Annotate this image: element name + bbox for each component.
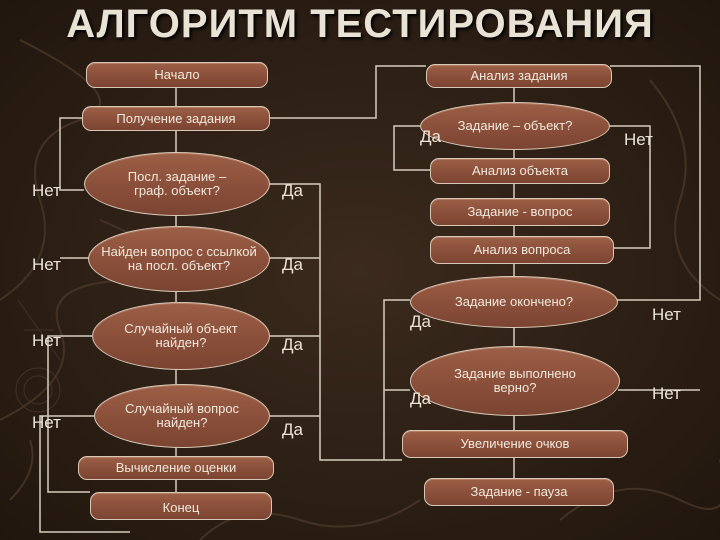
no-label-task-done: Нет (652, 305, 681, 324)
geo-object-decision: Посл. задание – граф. объект? (84, 152, 270, 216)
random-question-decision: Случайный вопрос найден? (94, 384, 270, 448)
calc-score-box: Вычисление оценки (78, 456, 274, 480)
end-terminal-label: Конец (162, 500, 200, 515)
task-correct-decision-label: Задание выполнено верно? (454, 366, 576, 395)
random-question-decision-label: Случайный вопрос найден? (124, 401, 240, 430)
task-question-label: Задание - вопрос (467, 204, 573, 219)
analyze-task-box: Анализ задания (426, 64, 612, 88)
start-terminal-label: Начало (154, 67, 200, 82)
yes-label-random-question: Да (282, 420, 303, 439)
yes-label-random-object: Да (282, 335, 303, 354)
increase-points-label: Увеличение очков (460, 436, 570, 451)
analyze-object-box: Анализ объекта (430, 158, 610, 184)
geo-object-decision-label: Посл. задание – граф. объект? (127, 169, 227, 198)
no-label-geo: Нет (32, 181, 61, 200)
analyze-question-label: Анализ вопроса (473, 242, 571, 257)
task-correct-decision: Задание выполнено верно? (410, 346, 620, 416)
task-done-decision-label: Задание окончено? (454, 294, 574, 309)
task-question-box: Задание - вопрос (430, 198, 610, 226)
analyze-question-box: Анализ вопроса (430, 236, 614, 264)
start-terminal: Начало (86, 62, 268, 88)
no-label-random-object: Нет (32, 331, 61, 350)
task-pause-label: Задание - пауза (470, 484, 568, 499)
get-task-label: Получение задания (116, 110, 236, 126)
yes-label-task-done: Да (410, 312, 431, 331)
analyze-object-label: Анализ объекта (472, 163, 568, 178)
analyze-task-label: Анализ задания (470, 68, 568, 83)
task-done-decision: Задание окончено? (410, 276, 618, 328)
yes-label-task-object: Да (420, 127, 441, 146)
no-label-found: Нет (32, 255, 61, 274)
end-terminal: Конец (90, 492, 272, 520)
get-task-box: Получение задания (82, 106, 270, 131)
task-pause-box: Задание - пауза (424, 478, 614, 506)
no-label-task-object: Нет (624, 130, 653, 149)
found-question-decision: Найден вопрос с ссылкой на посл. объект? (88, 226, 270, 292)
yes-label-geo: Да (282, 181, 303, 200)
yes-label-found: Да (282, 255, 303, 274)
no-label-random-question: Нет (32, 413, 61, 432)
page-title: АЛГОРИТМ ТЕСТИРОВАНИЯ (66, 2, 654, 46)
task-object-decision-label: Задание – объект? (457, 118, 573, 133)
random-object-decision-label: Случайный объект найден? (124, 321, 238, 350)
found-question-decision-label: Найден вопрос с ссылкой на посл. объект? (101, 244, 257, 273)
no-label-task-correct: Нет (652, 384, 681, 403)
calc-score-label: Вычисление оценки (115, 460, 237, 475)
task-object-decision: Задание – объект? (420, 102, 610, 150)
yes-label-task-correct: Да (410, 389, 431, 408)
increase-points-box: Увеличение очков (402, 430, 628, 458)
random-object-decision: Случайный объект найден? (92, 302, 270, 370)
